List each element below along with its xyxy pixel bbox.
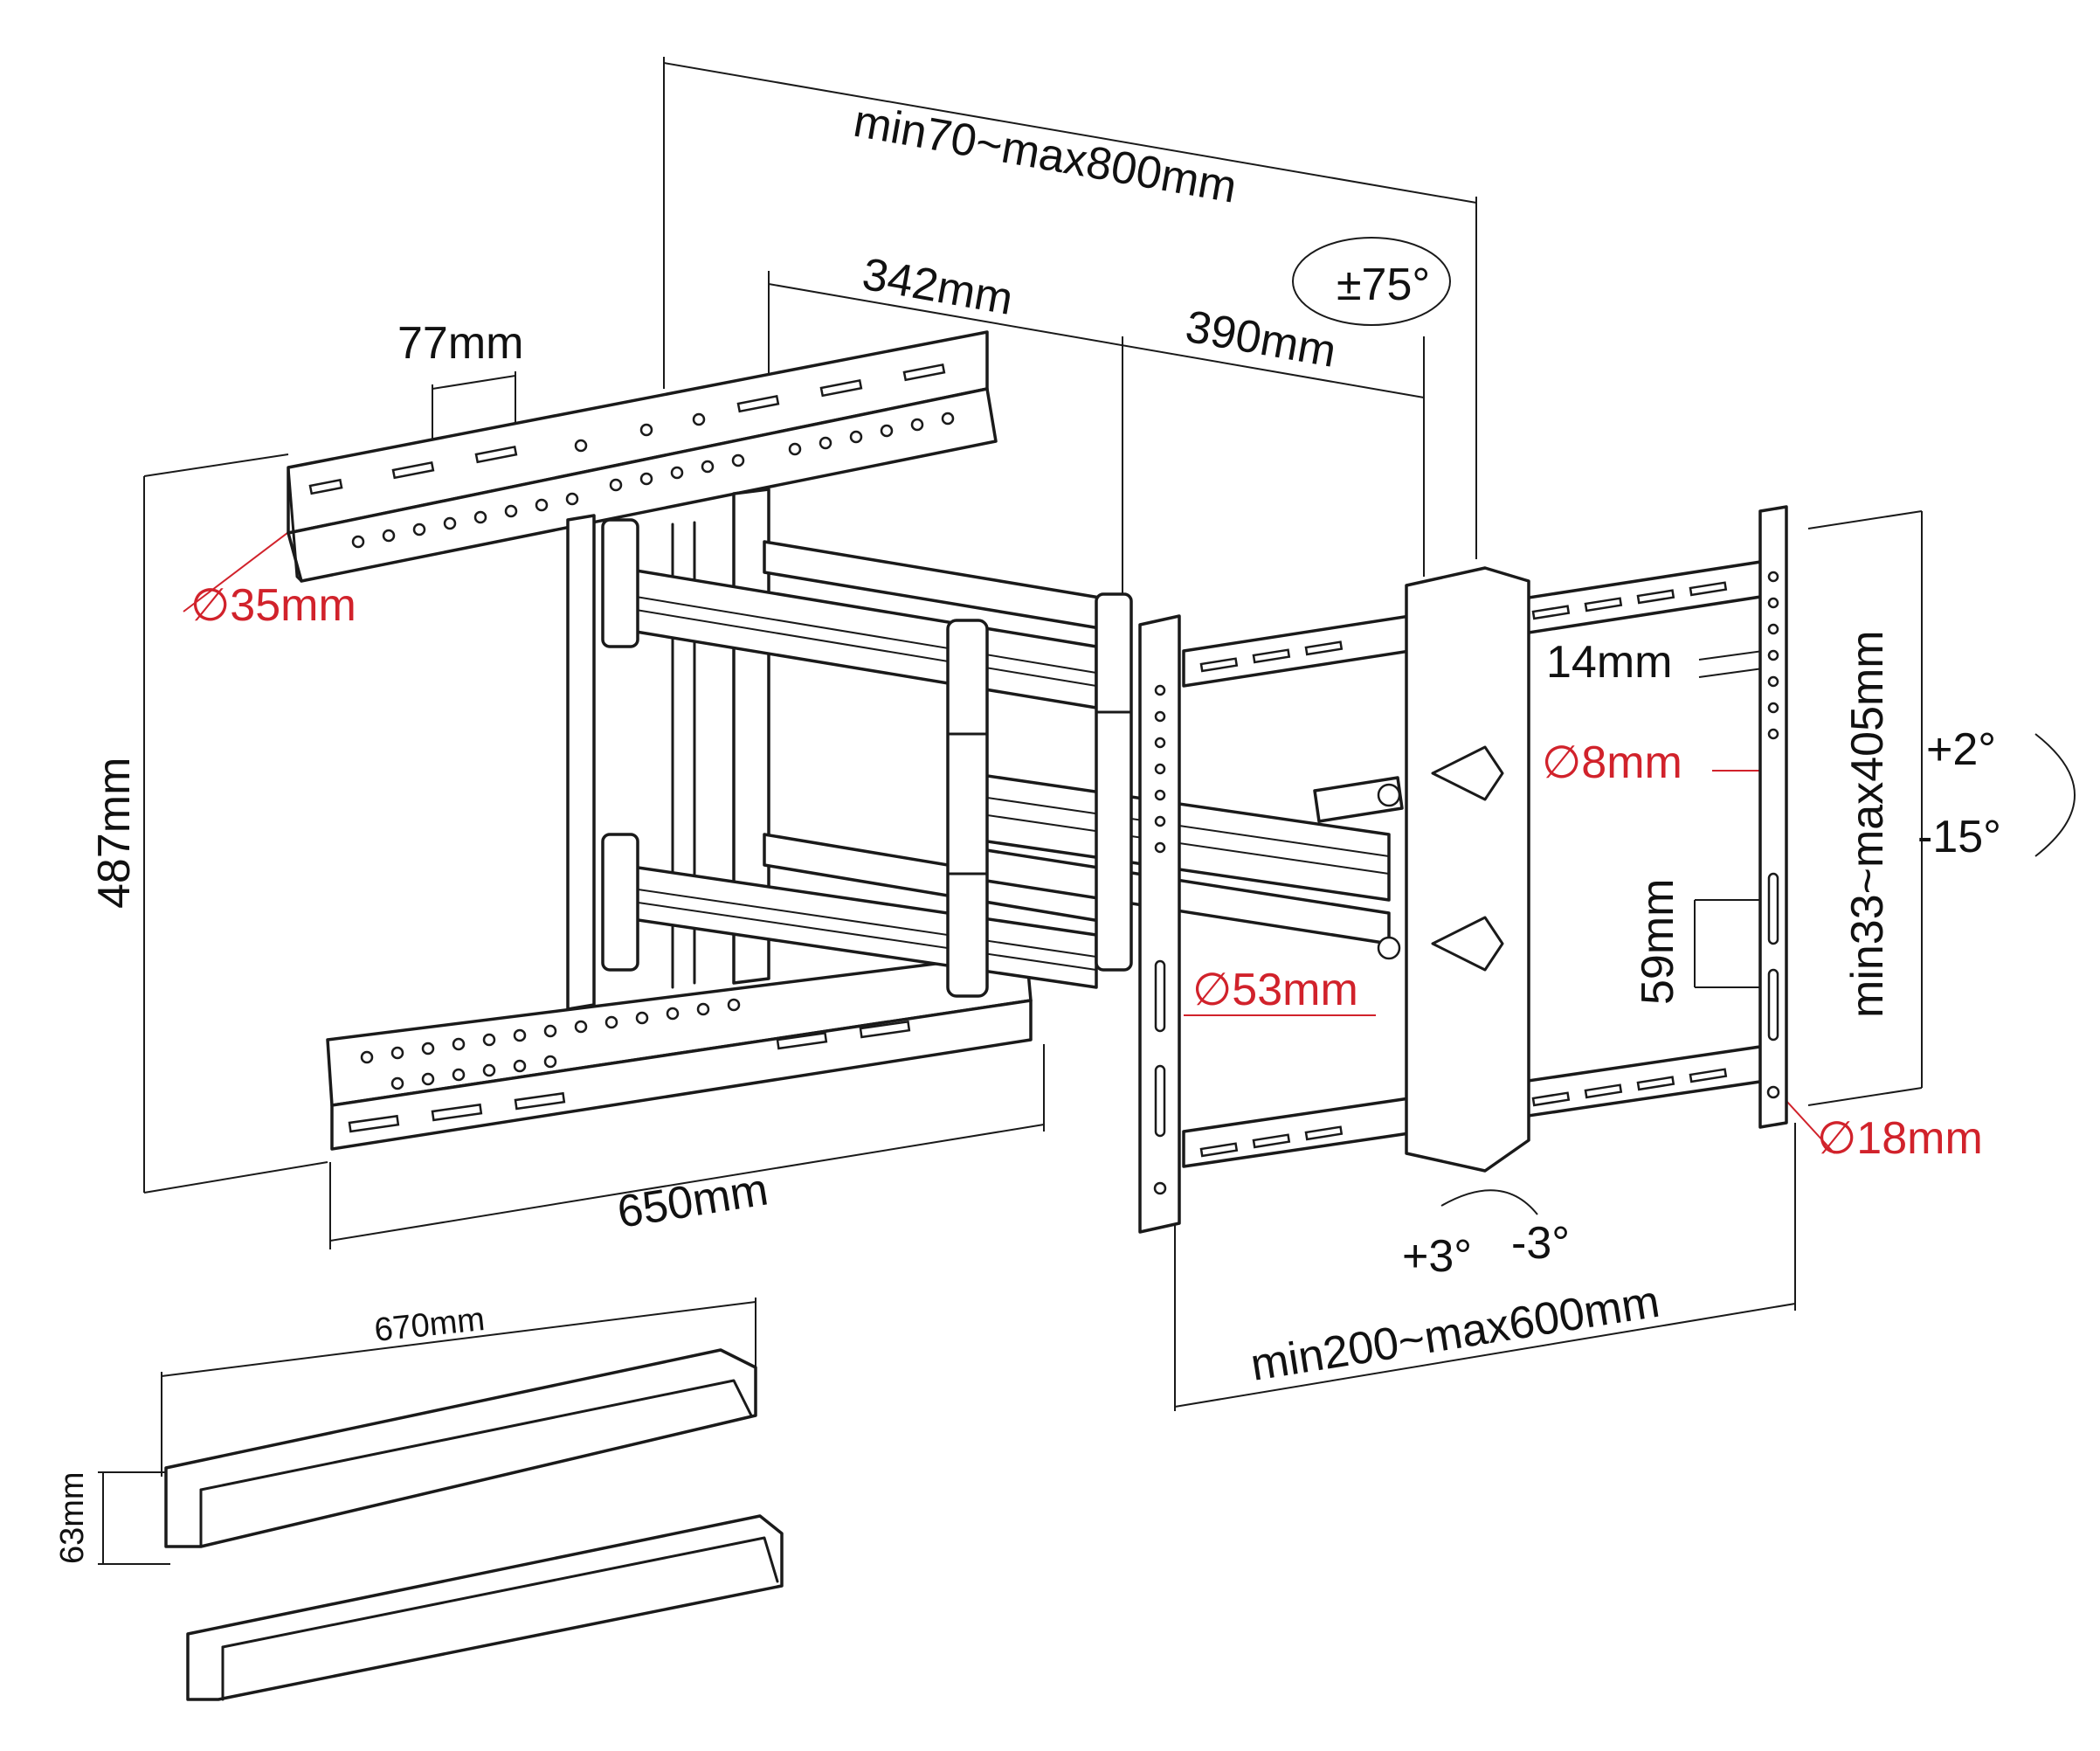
swing-arms bbox=[601, 518, 1404, 998]
label-hole-pitch: 14mm bbox=[1546, 637, 1672, 688]
label-bottom-hole-diameter: ∅18mm bbox=[1817, 1113, 1983, 1164]
bottom-rail-holes bbox=[360, 998, 741, 1090]
label-swivel: ±75° bbox=[1337, 260, 1430, 310]
rail-slots bbox=[1199, 581, 1728, 1158]
label-vesa-height: min33~max405mm bbox=[1842, 630, 1893, 1018]
top-rail-holes bbox=[351, 412, 955, 549]
tv-bracket bbox=[1138, 505, 1788, 1234]
label-slot-length: 59mm bbox=[1633, 879, 1683, 1005]
label-vesa-width: min200~max600mm bbox=[1247, 1277, 1663, 1391]
cover-pieces bbox=[164, 1348, 784, 1701]
right-strip-holes bbox=[1766, 571, 1780, 1099]
label-slot-spacing: 77mm bbox=[397, 318, 523, 369]
bottom-rail-slots bbox=[348, 1020, 911, 1133]
label-large-hole-diameter: ∅53mm bbox=[1192, 965, 1358, 1015]
label-level-pos: +3° bbox=[1402, 1231, 1472, 1282]
label-extension: min70~max800mm bbox=[850, 96, 1240, 213]
rotation-arrows bbox=[1292, 237, 2076, 1215]
label-wall-hole-diameter: ∅35mm bbox=[190, 580, 356, 631]
left-strip-holes bbox=[1153, 684, 1167, 1195]
top-rail-slots bbox=[308, 363, 946, 495]
label-cover-length: 670mm bbox=[373, 1301, 487, 1349]
wall-plate bbox=[287, 330, 1033, 1151]
label-tilt-up: +2° bbox=[1926, 724, 1996, 775]
label-wall-plate-width: 650mm bbox=[614, 1164, 771, 1237]
label-level-neg: -3° bbox=[1511, 1218, 1570, 1269]
label-tilt-down: -15° bbox=[1917, 812, 2001, 862]
label-small-hole-diameter: ∅8mm bbox=[1542, 737, 1682, 788]
label-wall-plate-height: 487mm bbox=[89, 758, 140, 909]
label-cover-height: 63mm bbox=[54, 1471, 91, 1564]
